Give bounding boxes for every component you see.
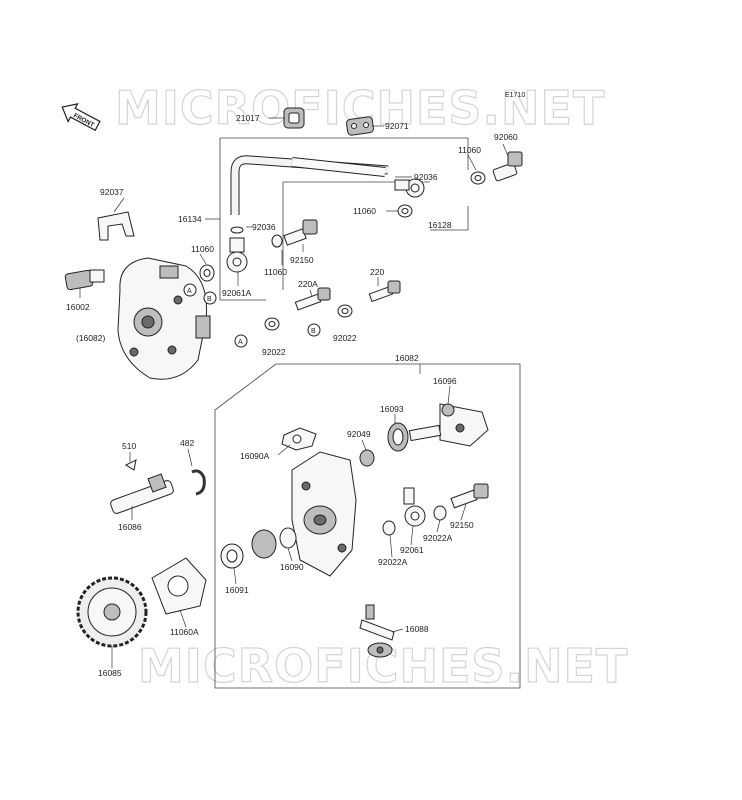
label-16096: 16096 (433, 376, 457, 386)
washer-part (271, 234, 283, 248)
bolt-part (450, 483, 489, 509)
gasket-part (151, 557, 207, 615)
callout-b-marker: B (307, 323, 321, 337)
svg-text:B: B (207, 296, 212, 303)
washer-part (433, 505, 447, 521)
label-220a: 220A (298, 279, 318, 289)
label-92022a: 92022A (423, 533, 453, 543)
callout-b-marker: B (203, 291, 217, 305)
label-510: 510 (122, 441, 136, 451)
pump-assembly-frame (214, 363, 521, 689)
plate-part (346, 116, 374, 136)
oil-pump-assembled-part (117, 257, 211, 380)
fitting-part (64, 269, 105, 291)
label-16090: 16090 (280, 562, 304, 572)
pipe-group-frame-top (220, 137, 469, 170)
label-11060: 11060 (191, 244, 214, 254)
washer-part (230, 226, 244, 234)
label-11060: 11060 (353, 206, 376, 216)
label-11060a: 11060A (170, 627, 199, 637)
label-16086: 16086 (118, 522, 142, 532)
part-number-labels: 21017 92071 92060 11060 92036 11060 1612… (66, 113, 518, 678)
front-arrow-icon: FRONT (61, 103, 101, 132)
circlip-part (191, 469, 206, 496)
label-16082-ref: (16082) (76, 333, 105, 343)
bolt-part (368, 280, 401, 303)
washer-part (382, 520, 396, 536)
label-16082: 16082 (395, 353, 419, 363)
seal-part (359, 449, 375, 467)
pump-cover-part (439, 403, 489, 447)
label-92022a: 92022A (378, 557, 408, 567)
bolt-part (294, 287, 331, 311)
clip-part (97, 211, 135, 241)
pump-body-part (291, 451, 357, 577)
valve-part (359, 604, 395, 658)
label-11060: 11060 (264, 267, 287, 277)
label-482: 482 (180, 438, 194, 448)
bolt-part (283, 219, 318, 246)
label-220: 220 (370, 267, 384, 277)
label-16002: 16002 (66, 302, 90, 312)
banjo-fitting-part (403, 487, 426, 527)
label-16090a: 16090A (240, 451, 270, 461)
callout-a-marker: A (183, 283, 197, 297)
diagram-code: E1710 (505, 92, 525, 99)
label-21017: 21017 (236, 113, 260, 123)
label-92061: 92061 (400, 545, 424, 555)
pipe-group-frame-right (430, 206, 469, 231)
label-92036: 92036 (252, 222, 276, 232)
label-92036: 92036 (414, 172, 438, 182)
banjo-bolt-part (492, 151, 523, 182)
label-92071: 92071 (385, 121, 409, 131)
callout-a-marker: A (234, 334, 248, 348)
label-16085: 16085 (98, 668, 122, 678)
label-92150: 92150 (290, 255, 314, 265)
shaft-part (110, 473, 174, 514)
leader-lines (79, 117, 509, 668)
label-92022: 92022 (333, 333, 357, 343)
label-11060: 11060 (458, 145, 481, 155)
label-16134: 16134 (178, 214, 202, 224)
gear-part (76, 576, 148, 648)
grommet-part (283, 107, 305, 129)
label-92061a: 92061A (222, 288, 252, 298)
svg-text:B: B (311, 328, 316, 335)
seal-part (387, 422, 442, 452)
label-92150: 92150 (450, 520, 474, 530)
svg-text:A: A (187, 288, 192, 295)
label-16128: 16128 (428, 220, 452, 230)
label-92037: 92037 (100, 187, 124, 197)
rotor-part (251, 529, 277, 559)
banjo-fitting-part (226, 237, 248, 273)
label-16088: 16088 (405, 624, 429, 634)
o-ring-part (279, 527, 297, 549)
label-92049: 92049 (347, 429, 371, 439)
banjo-fitting-part (394, 178, 425, 198)
svg-text:A: A (238, 339, 243, 346)
gasket-part (281, 427, 317, 451)
label-92060: 92060 (494, 132, 518, 142)
pipe-group-frame-left (219, 138, 266, 301)
label-16093: 16093 (380, 404, 404, 414)
label-16091: 16091 (225, 585, 249, 595)
pin-part (124, 459, 137, 471)
label-92022: 92022 (262, 347, 286, 357)
